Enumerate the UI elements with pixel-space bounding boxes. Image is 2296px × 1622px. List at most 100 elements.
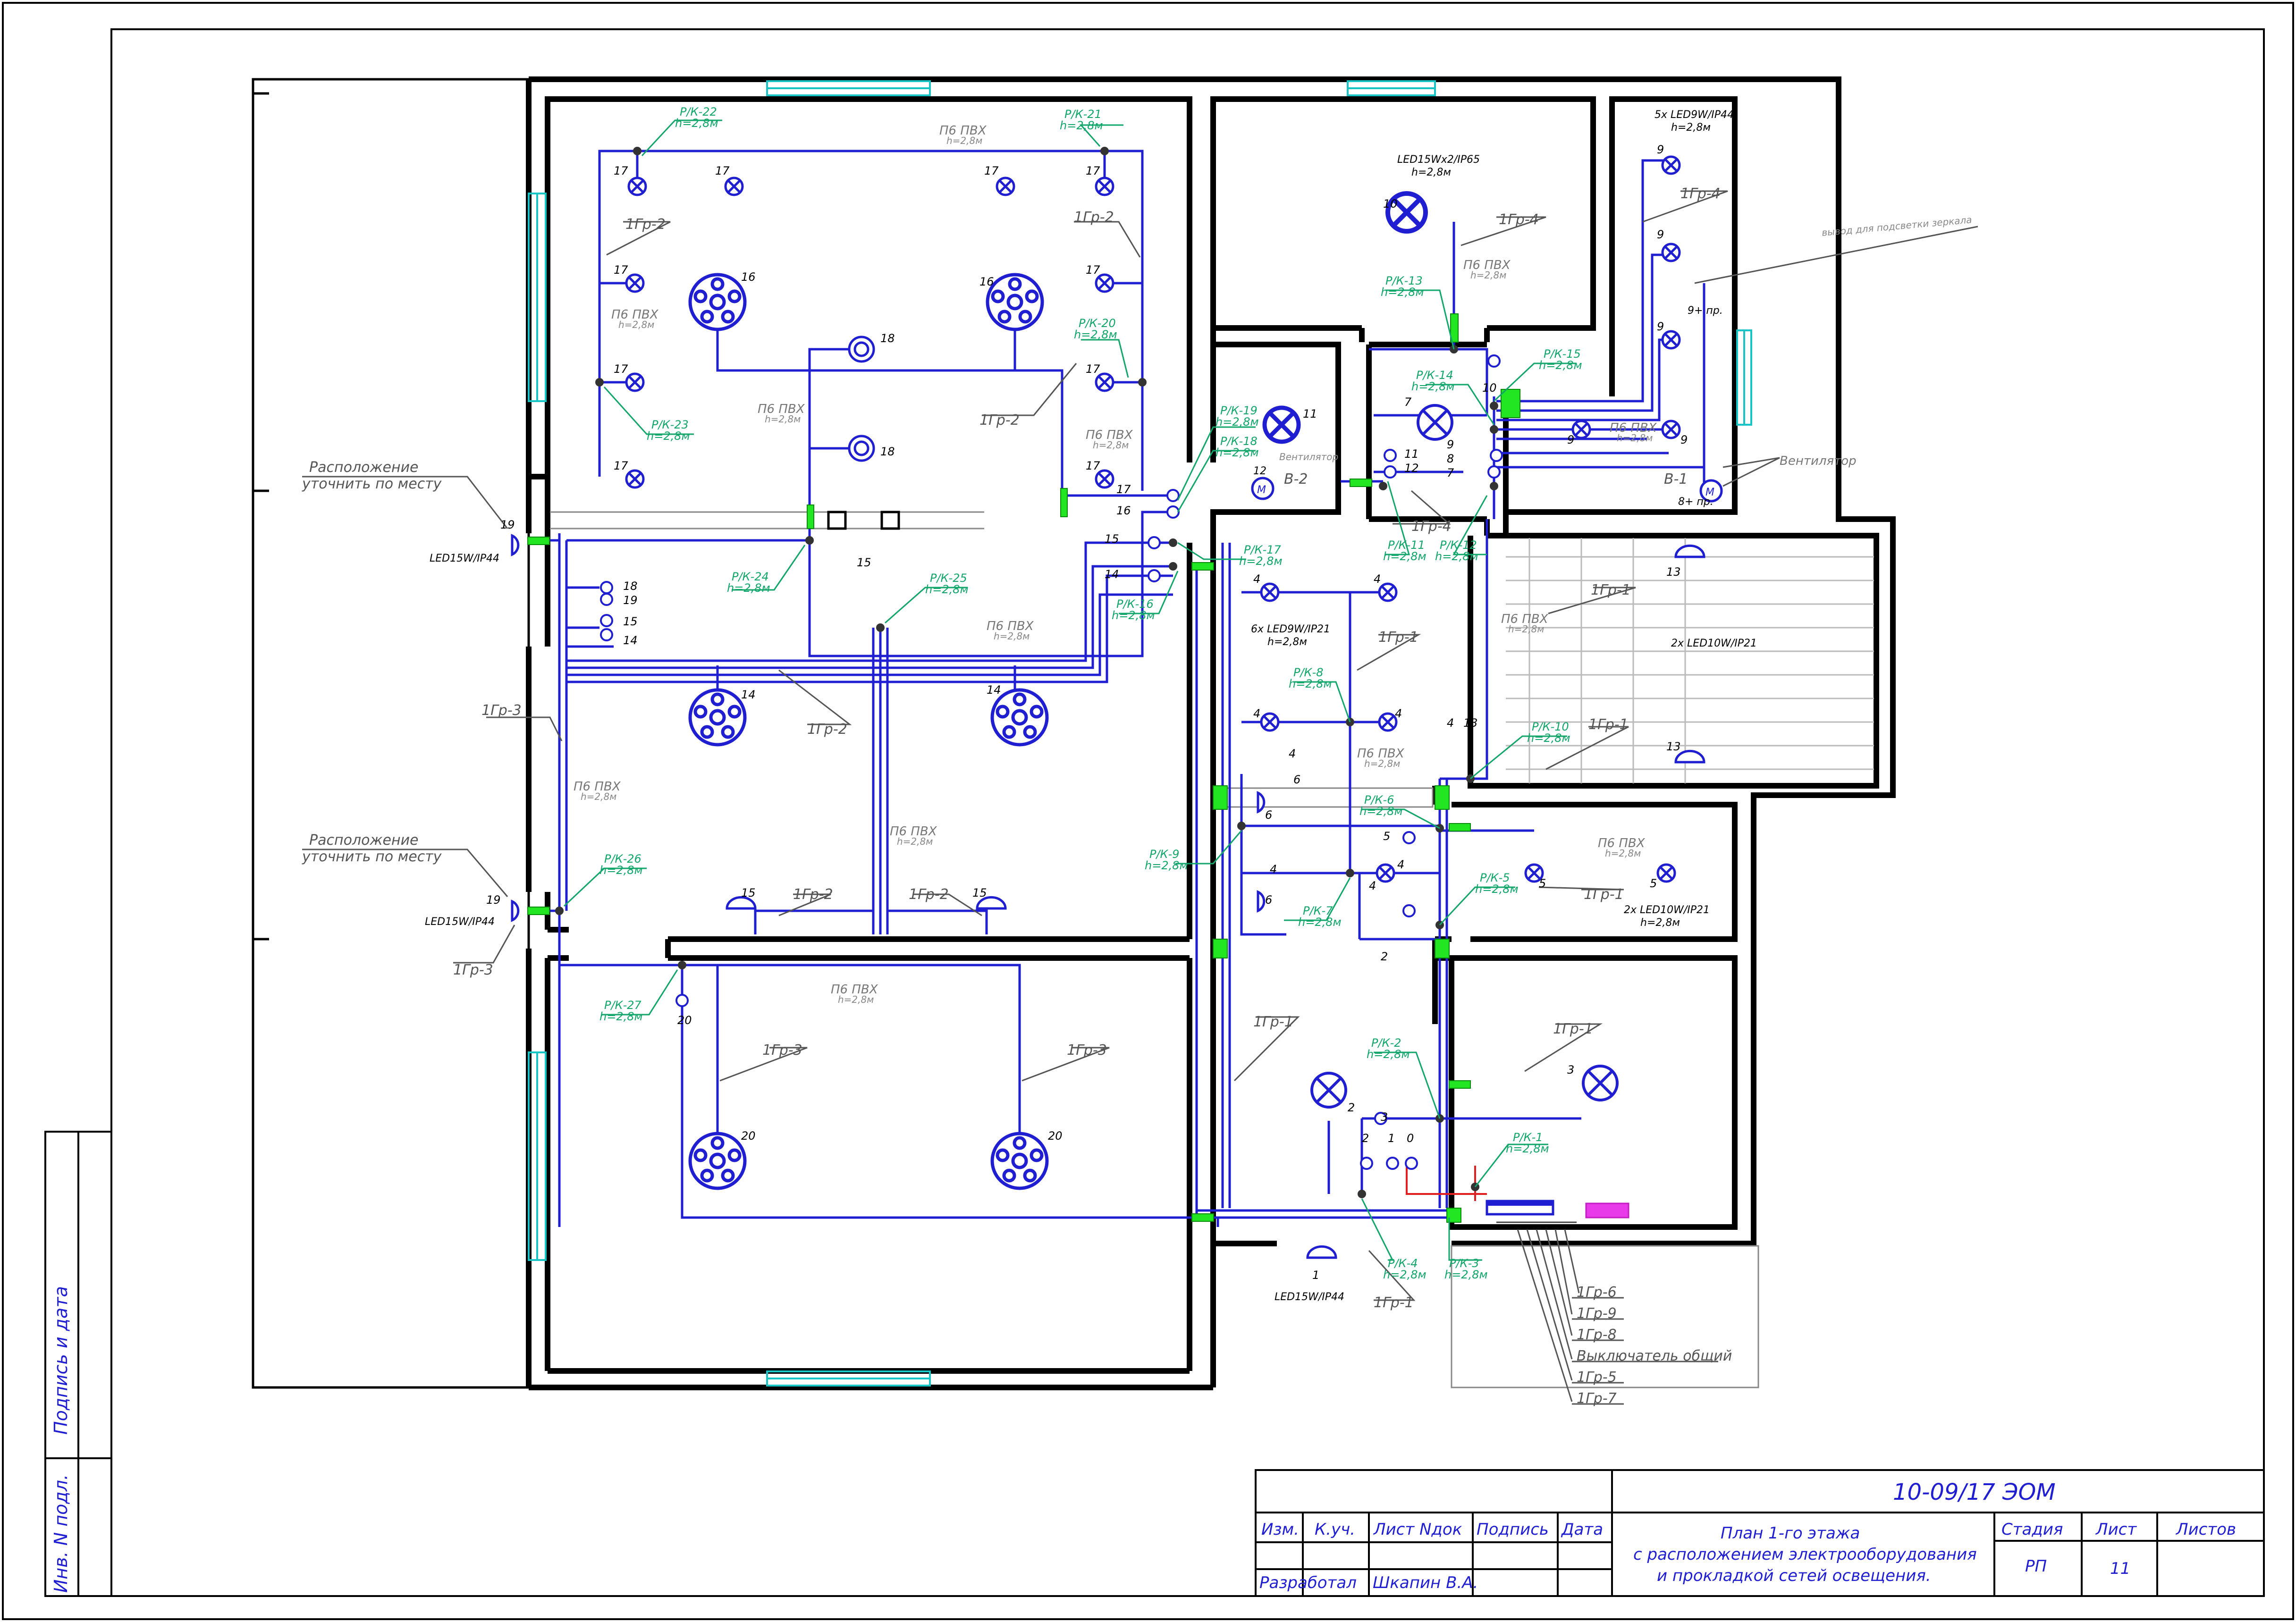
- svg-text:14: 14: [1105, 568, 1119, 581]
- svg-text:h=2,8м: h=2,8м: [675, 117, 718, 130]
- svg-text:3: 3: [1567, 1063, 1574, 1076]
- svg-text:h=2,8м: h=2,8м: [727, 581, 770, 595]
- fans: [1251, 477, 1723, 503]
- tb-stage: Стадия: [2001, 1520, 2063, 1539]
- fan-b1-m: М: [1705, 487, 1714, 498]
- svg-text:Р/К-3: Р/К-3: [1449, 1257, 1479, 1270]
- svg-text:Р/К-19: Р/К-19: [1220, 404, 1258, 417]
- svg-text:h=2,8м: h=2,8м: [1364, 758, 1400, 769]
- svg-text:4: 4: [1289, 747, 1296, 760]
- svg-text:h=2,8м: h=2,8м: [1617, 432, 1653, 444]
- svg-text:17: 17: [715, 164, 730, 177]
- svg-text:h=2,8м: h=2,8м: [1289, 677, 1332, 690]
- svg-text:1Гр-3: 1Гр-3: [481, 702, 522, 719]
- svg-text:1Гр-2: 1Гр-2: [793, 886, 833, 903]
- svg-text:h=2,8м: h=2,8м: [1475, 882, 1519, 896]
- fan-b1: [1699, 479, 1723, 503]
- svg-text:17: 17: [1086, 263, 1100, 277]
- svg-text:4: 4: [1395, 707, 1402, 720]
- svg-text:4: 4: [1447, 716, 1454, 730]
- svg-text:h=2,8м: h=2,8м: [1383, 1268, 1427, 1281]
- svg-text:4: 4: [1253, 707, 1260, 720]
- chandelier-14-a: [688, 688, 747, 747]
- point-lamps: [625, 155, 1681, 883]
- svg-text:1Гр-2: 1Гр-2: [807, 721, 847, 738]
- distribution-board: [1406, 1166, 1629, 1223]
- svg-text:5: 5: [1539, 877, 1546, 890]
- svg-text:П6 ПВХ: П6 ПВХ: [1463, 258, 1511, 272]
- tb-stage-value: РП: [2025, 1557, 2047, 1576]
- svg-text:1Гр-1: 1Гр-1: [1253, 1014, 1293, 1030]
- svg-text:h=2,8м: h=2,8м: [1411, 380, 1455, 393]
- svg-text:14: 14: [623, 634, 638, 647]
- stairs: [1506, 538, 1874, 783]
- svg-text:П6 ПВХ: П6 ПВХ: [611, 308, 659, 322]
- svg-text:17: 17: [984, 164, 999, 177]
- svg-text:15: 15: [1105, 532, 1119, 546]
- svg-text:Р/К-21: Р/К-21: [1064, 108, 1102, 121]
- svg-text:П6 ПВХ: П6 ПВХ: [890, 824, 937, 839]
- tb-data: Дата: [1561, 1520, 1603, 1539]
- svg-text:h=2,8м: h=2,8м: [1074, 328, 1117, 341]
- svg-text:1Гр-2: 1Гр-2: [909, 886, 949, 903]
- stamp-inv-no: Инв. N подл.: [51, 1474, 71, 1593]
- svg-text:17: 17: [1116, 483, 1131, 496]
- svg-text:h=2,8м: h=2,8м: [1539, 359, 1582, 372]
- svg-text:17: 17: [1086, 459, 1100, 472]
- svg-text:Р/К-16: Р/К-16: [1116, 597, 1154, 611]
- location-note-2: Расположение уточнить по месту: [302, 832, 442, 865]
- svg-text:5: 5: [1650, 877, 1657, 890]
- svg-text:h=2,8м: h=2,8м: [925, 583, 969, 596]
- svg-text:2: 2: [1381, 950, 1388, 963]
- leaders: [302, 119, 1978, 1405]
- svg-text:Р/К-23: Р/К-23: [651, 418, 689, 431]
- fan-note-b1: Вентилятор: [1780, 454, 1857, 468]
- svg-text:h=2,8м: h=2,8м: [1527, 731, 1570, 745]
- label-led9x6: 6х LED9W/IP21: [1251, 623, 1330, 635]
- svg-text:h=2,8м: h=2,8м: [1060, 119, 1103, 132]
- svg-text:h=2,8м: h=2,8м: [1093, 439, 1129, 451]
- label-led10x2-height: h=2,8м: [1640, 917, 1680, 929]
- svg-text:16: 16: [1116, 504, 1131, 517]
- plan-title-3: и прокладкой сетей освещения.: [1657, 1566, 1931, 1585]
- svg-text:4: 4: [1253, 572, 1260, 586]
- svg-text:h=2,8м: h=2,8м: [994, 630, 1030, 642]
- svg-text:4: 4: [1397, 858, 1404, 871]
- svg-text:6: 6: [1265, 808, 1272, 822]
- fan-b2-num: 12: [1253, 465, 1266, 477]
- svg-text:Р/К-9: Р/К-9: [1149, 848, 1180, 861]
- svg-text:17: 17: [614, 459, 628, 472]
- svg-text:1Гр-4: 1Гр-4: [1499, 211, 1539, 228]
- chandelier-16-b: [986, 273, 1044, 331]
- svg-text:14: 14: [987, 683, 1001, 697]
- svg-text:Р/К-12: Р/К-12: [1440, 538, 1477, 552]
- svg-text:8: 8: [1447, 452, 1454, 465]
- label-led15-ip44-c: LED15W/IP44: [1275, 1291, 1344, 1303]
- svg-text:П6 ПВХ: П6 ПВХ: [1598, 836, 1646, 850]
- svg-text:16: 16: [741, 270, 756, 284]
- svg-text:Р/К-24: Р/К-24: [732, 570, 769, 583]
- svg-text:20: 20: [677, 1014, 692, 1027]
- svg-text:Р/К-14: Р/К-14: [1416, 369, 1453, 382]
- svg-text:14: 14: [741, 688, 756, 701]
- svg-text:1Гр-5: 1Гр-5: [1577, 1369, 1617, 1386]
- chandelier-14-b: [990, 688, 1049, 747]
- svg-text:h=2,8м: h=2,8м: [946, 135, 982, 146]
- svg-text:h=2,8м: h=2,8м: [897, 836, 933, 847]
- svg-text:15: 15: [623, 615, 638, 628]
- svg-text:Р/К-2: Р/К-2: [1371, 1036, 1401, 1050]
- svg-text:1Гр-2: 1Гр-2: [979, 412, 1020, 429]
- svg-text:h=2,8м: h=2,8м: [618, 319, 654, 330]
- svg-text:Выключатель общий: Выключатель общий: [1577, 1348, 1732, 1364]
- svg-text:18: 18: [880, 445, 895, 458]
- group-labels: 1Гр-2 1Гр-2 1Гр-2 1Гр-2 1Гр-2 1Гр-2 1Гр-…: [453, 185, 1732, 1407]
- svg-text:h=2,8м: h=2,8м: [765, 413, 801, 425]
- svg-text:9: 9: [1680, 433, 1688, 446]
- svg-text:17: 17: [614, 164, 628, 177]
- fixture-numbers: 17 17 17 17 17 17 17 17 17 17 16 16 18 1…: [486, 143, 1688, 1282]
- mirror-outlet-note: вывод для подсветки зеркала: [1821, 214, 1972, 238]
- svg-text:Р/К-5: Р/К-5: [1480, 871, 1510, 884]
- svg-text:Р/К-4: Р/К-4: [1388, 1257, 1418, 1270]
- svg-text:18: 18: [880, 332, 895, 345]
